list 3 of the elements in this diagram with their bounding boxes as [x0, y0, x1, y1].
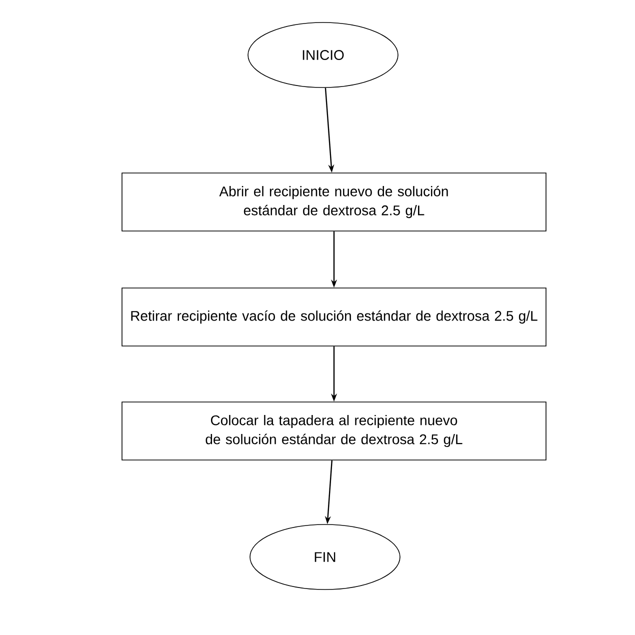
process-box: Retirar recipiente vacío de solución estándar de dextrosa 2.5 g/L: [122, 288, 546, 346]
process-box: Colocar la tapadera al recipiente nuevo de solución estándar de dextrosa 2.5 g/L: [122, 402, 546, 460]
process-box: Abrir el recipiente nuevo de solución estándar de dextrosa 2.5 g/L: [122, 172, 546, 232]
